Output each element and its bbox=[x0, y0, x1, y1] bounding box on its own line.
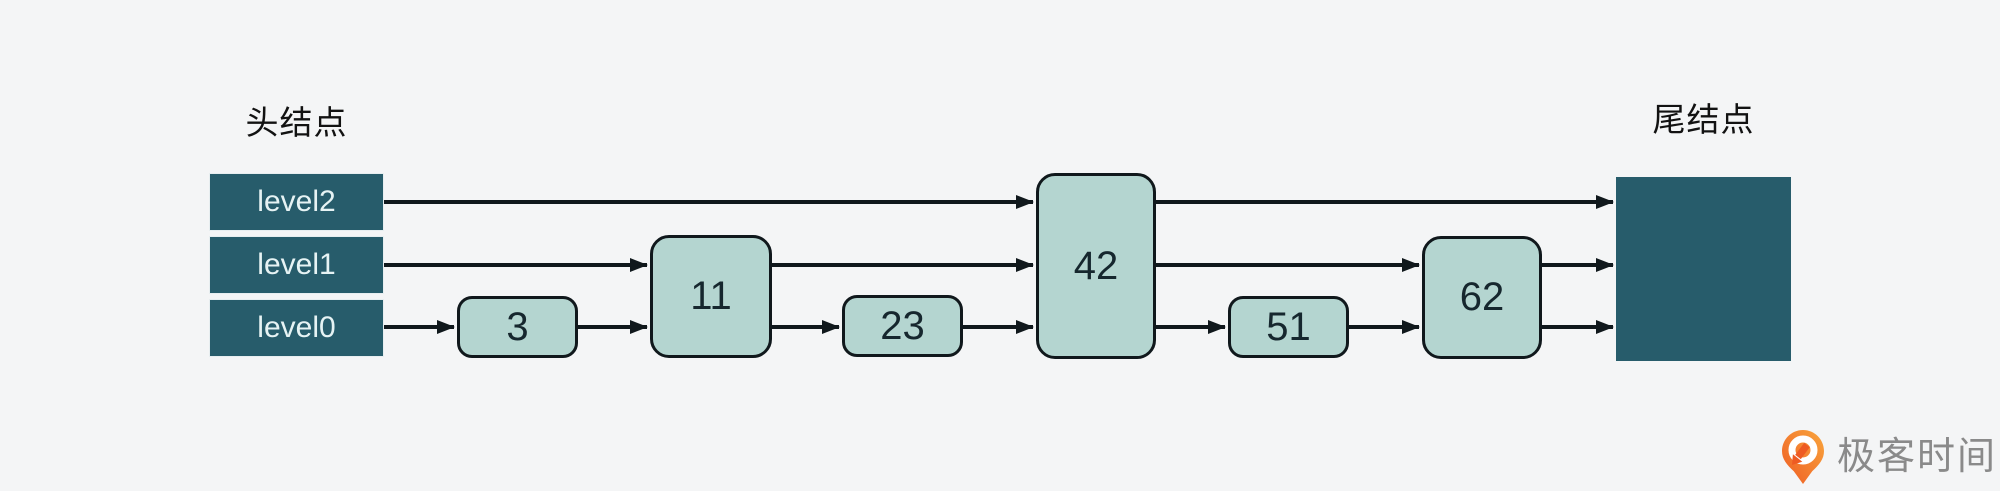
head-level0-cell: level0 bbox=[209, 299, 384, 357]
node-51-value: 51 bbox=[1266, 304, 1311, 349]
node-42-value: 42 bbox=[1073, 243, 1119, 288]
head-level2-cell: level2 bbox=[209, 173, 384, 231]
head-level1-cell: level1 bbox=[209, 236, 384, 294]
node-23: 23 bbox=[842, 295, 963, 357]
geektime-logo-icon bbox=[1782, 430, 1824, 484]
node-62-value: 62 bbox=[1459, 275, 1505, 319]
node-42: 42 bbox=[1036, 173, 1156, 359]
geektime-watermark: 极客时间 bbox=[1781, 429, 1997, 485]
head-level0-label: level0 bbox=[257, 311, 336, 344]
node-3-value: 3 bbox=[506, 304, 529, 349]
geektime-brand-text: 极客时间 bbox=[1837, 436, 1998, 478]
node-11: 11 bbox=[650, 235, 772, 358]
node-62: 62 bbox=[1422, 236, 1542, 359]
node-23-value: 23 bbox=[880, 303, 925, 348]
head-node-label: 头结点 bbox=[245, 104, 348, 141]
node-11-value: 11 bbox=[690, 274, 732, 318]
tail-node-label: 尾结点 bbox=[1652, 101, 1755, 138]
head-node: level2 level1 level0 bbox=[209, 173, 384, 357]
head-level1-label: level1 bbox=[257, 248, 336, 281]
head-level2-label: level2 bbox=[257, 185, 336, 218]
tail-node bbox=[1616, 177, 1791, 361]
node-3: 3 bbox=[457, 296, 578, 358]
node-51: 51 bbox=[1228, 296, 1349, 358]
